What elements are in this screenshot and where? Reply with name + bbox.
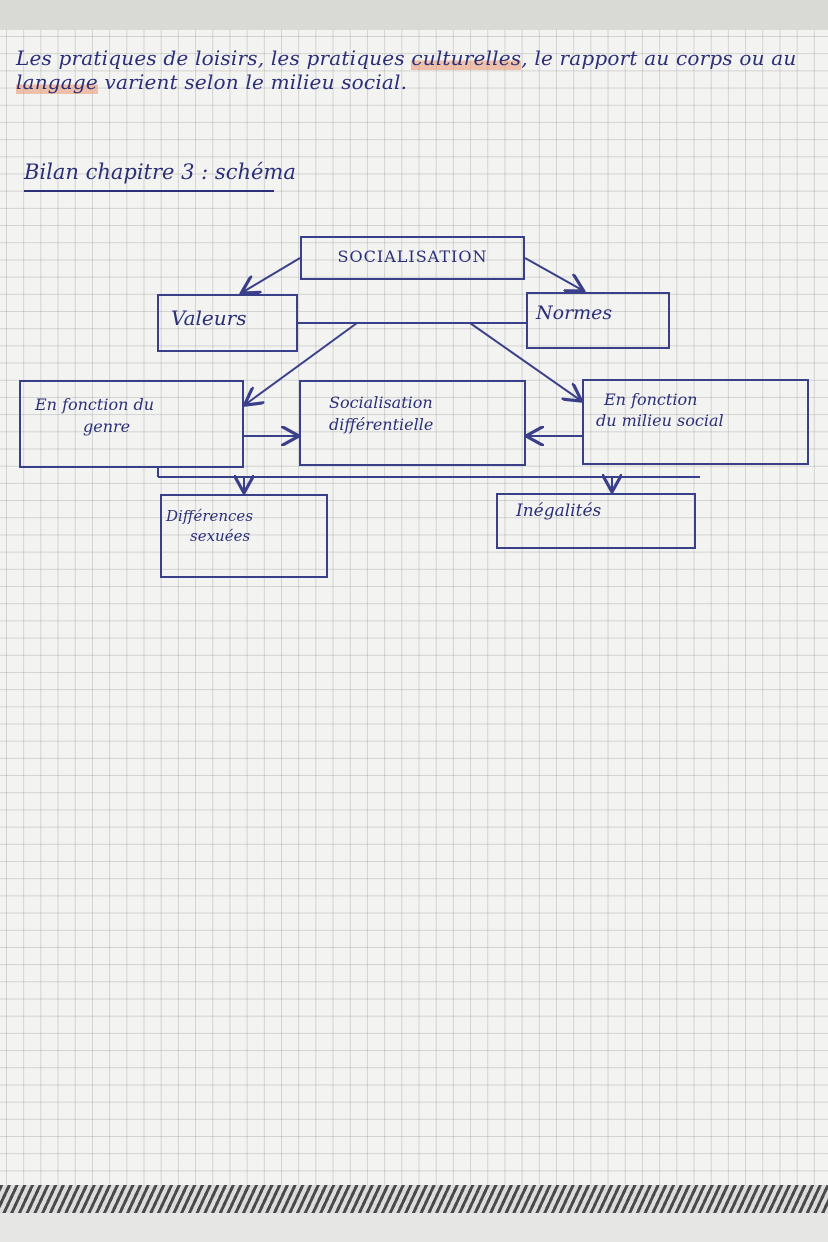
box-socialisation-label: SOCIALISATION — [337, 247, 488, 266]
intro-highlight-langage: langage — [16, 70, 98, 94]
box-milieu-line1: En fonction — [604, 390, 698, 409]
page-title: Bilan chapitre 3 : schéma — [24, 160, 296, 184]
box-valeurs: Valeurs — [157, 294, 298, 352]
intro-text-3: varient selon le milieu social. — [97, 70, 408, 94]
notebook-binding — [0, 1185, 828, 1213]
box-milieu-line2: du milieu social — [596, 411, 724, 430]
bottom-margin — [0, 1213, 828, 1242]
box-milieu-social: En fonction du milieu social — [582, 379, 809, 465]
box-normes-label: Normes — [536, 302, 613, 324]
box-genre-line2: genre — [83, 417, 131, 436]
box-genre: En fonction du genre — [19, 380, 244, 468]
box-valeurs-label: Valeurs — [171, 306, 247, 330]
box-differences-sexuees: Différences sexuées — [160, 494, 328, 578]
box-socialisation-differentielle: Socialisation différentielle — [299, 380, 526, 466]
box-socialisation: SOCIALISATION — [300, 236, 525, 280]
box-diff-line2: différentielle — [329, 415, 434, 434]
grid-paper-sheet — [0, 30, 828, 1185]
box-inegalites: Inégalités — [496, 493, 696, 549]
intro-paragraph: Les pratiques de loisirs, les pratiques … — [16, 46, 821, 94]
intro-text-2: , le rapport au corps ou au — [521, 46, 797, 70]
box-inegalites-label: Inégalités — [516, 501, 602, 521]
box-sexuees-line1: Différences — [166, 507, 254, 525]
intro-text-1: Les pratiques de loisirs, les pratiques — [16, 46, 412, 70]
box-genre-line1: En fonction du — [35, 395, 155, 414]
box-normes: Normes — [526, 292, 670, 349]
box-sexuees-line2: sexuées — [190, 527, 251, 545]
intro-highlight-culturelles: culturelles — [411, 46, 522, 70]
box-diff-line1: Socialisation — [329, 393, 433, 412]
title-underline — [24, 190, 274, 192]
